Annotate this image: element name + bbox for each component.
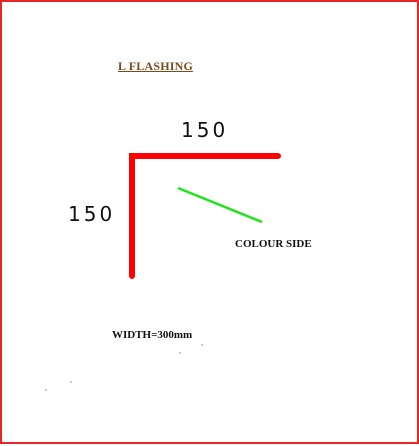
colour-side-label: COLOUR SIDE <box>235 238 312 250</box>
stray-dot <box>70 381 72 383</box>
l-flashing-profile <box>129 153 281 279</box>
width-note: WIDTH=300mm <box>112 329 193 341</box>
colour-side-marker <box>177 186 263 224</box>
stray-dot <box>179 352 181 354</box>
top-leg-dimension: 150 <box>181 118 229 142</box>
stray-dot <box>45 389 47 391</box>
drawing-title: L FLASHING <box>118 59 194 73</box>
left-leg-dimension: 150 <box>68 202 116 226</box>
stray-dot <box>201 344 203 346</box>
